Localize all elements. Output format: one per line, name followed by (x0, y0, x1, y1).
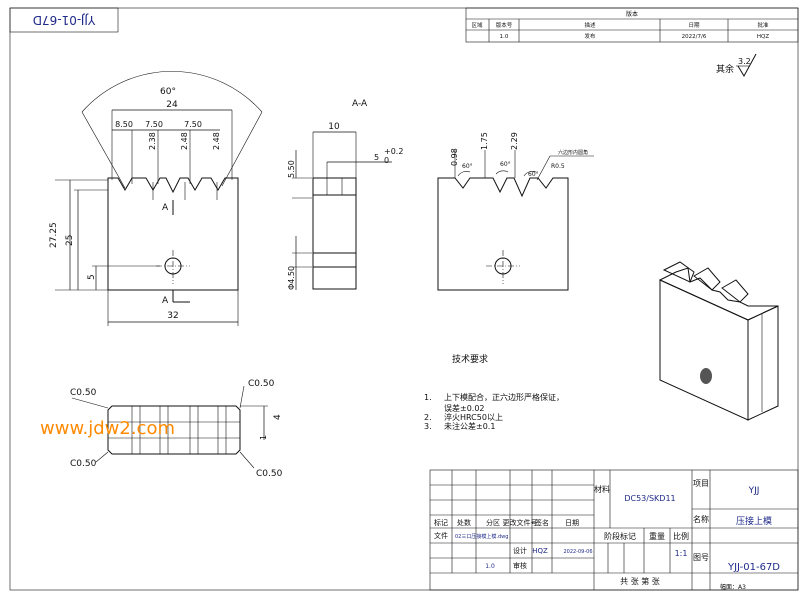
front-view: 60° 24 8.50 7.50 7.50 2.38 2.48 2.48 27.… (49, 71, 263, 326)
design-label: 设计 (513, 546, 527, 555)
material-value: DC53/SKD11 (624, 494, 675, 503)
drawing-stamp: YJJ-01-67D (9, 7, 119, 33)
format-label: 幅面：A3 (720, 583, 746, 591)
name-label: 名称 (693, 514, 709, 524)
row-header: 签名 (535, 518, 549, 527)
scale-value: 1:1 (675, 549, 688, 558)
dim-sec-d1: 0.98 (450, 148, 459, 166)
dim-sec-a2: 60° (500, 161, 511, 168)
check-label: 审核 (513, 561, 527, 570)
dim-sec-d2: 1.75 (480, 132, 489, 150)
dim-d1: 2.38 (148, 132, 157, 150)
dim-d2: 2.48 (180, 132, 189, 150)
sheet-border (9, 7, 799, 591)
dim-groove-depth: 5.50 (287, 160, 296, 178)
rev-header: 版本号 (496, 21, 513, 29)
svg-text:2.: 2. (424, 413, 432, 422)
svg-text:误差±0.02: 误差±0.02 (444, 403, 485, 413)
svg-text:淬火HRC50以上: 淬火HRC50以上 (444, 412, 503, 422)
row-header: 更改文件号 (503, 518, 538, 527)
row-header: 日期 (565, 519, 579, 527)
revision-table: 版本 区域 版本号 描述 日期 批准 1.0 发布 2022/7/6 HQZ (465, 7, 799, 43)
project-label: 项目 (693, 479, 709, 488)
chamfer: C0.50 (256, 469, 283, 479)
svg-text:YJJ-01-67D: YJJ-01-67D (33, 13, 96, 27)
roughness-symbol: 其余 3.2 (716, 53, 757, 78)
project-value: YJJ (748, 486, 760, 496)
section-marker: A (162, 203, 169, 213)
weight-label: 重量 (649, 531, 665, 541)
row-header: 标记 (434, 518, 448, 527)
version-value: 1.0 (485, 563, 495, 570)
dim-sec-radius: R0.5 (551, 163, 565, 170)
rev-cell: HQZ (757, 34, 769, 40)
material-label: 材料 (594, 484, 610, 494)
svg-text:其余: 其余 (716, 63, 734, 75)
dim-top-width: 24 (166, 100, 178, 110)
chamfer: C0.50 (70, 459, 97, 469)
detail-view: 0.98 1.75 2.29 60° 60° 60° R0.5 六边形内圆角 (437, 132, 594, 291)
rev-header: 批准 (757, 21, 769, 29)
svg-text:未注公差±0.1: 未注公差±0.1 (444, 421, 495, 431)
tech-title: 技术要求 (452, 353, 488, 365)
part-name: 压接上模 (736, 515, 772, 527)
dim-w3: 7.50 (184, 120, 202, 129)
dim-sec-d3: 2.29 (510, 132, 519, 150)
dim-w2: 7.50 (145, 120, 163, 129)
top-view: C0.50 C0.50 C0.50 C0.50 4 1 (70, 379, 283, 479)
chamfer: C0.50 (70, 388, 97, 398)
dim-thickness: 10 (328, 122, 340, 132)
rev-header: 描述 (584, 21, 596, 29)
chamfer: C0.50 (248, 379, 275, 389)
row-header: 分区 (486, 518, 500, 527)
dim-h-total: 27.25 (49, 222, 59, 248)
dim-nominal: 5 (374, 153, 379, 162)
drawing-no-label: 图号 (693, 553, 709, 562)
dim-w1: 8.50 (115, 120, 133, 129)
rev-header: 区域 (471, 21, 483, 29)
side-view: A-A 10 5 +0.2 0 5.50 Φ4.50 (287, 99, 403, 290)
title-block: 材料 DC53/SKD11 项目 YJJ 名称 压接上模 图号 YJJ-01-6… (429, 469, 799, 591)
dim-tol-lower: 0 (384, 156, 389, 165)
rev-header: 日期 (688, 22, 700, 29)
dim-hole-dia: Φ4.50 (287, 266, 296, 290)
file-label: 文件 (434, 531, 448, 540)
stage-label: 阶段标记 (604, 531, 636, 541)
section-marker: A (162, 296, 169, 306)
rev-cell: 2022/7/6 (682, 34, 707, 40)
svg-text:3.2: 3.2 (738, 57, 751, 66)
dim-sec-a3: 60° (528, 171, 539, 178)
drawing-no-value: YJJ-01-67D (727, 562, 780, 573)
dim-d3: 2.48 (212, 132, 221, 150)
iso-hole (700, 368, 712, 384)
dim-h-body: 25 (65, 235, 75, 246)
watermark: www.jdw2.com (40, 418, 175, 439)
tech-requirements: 技术要求 1. 上下模配合，正六边形严格保证， 误差±0.02 2. 淬火HRC… (424, 353, 564, 431)
dim-width: 32 (167, 311, 178, 321)
design-date: 2022-09-06 (563, 549, 592, 555)
svg-text:上下模配合，正六边形严格保证，: 上下模配合，正六边形严格保证， (444, 392, 564, 402)
dim-tol-upper: +0.2 (384, 147, 403, 156)
rev-cell: 发布 (584, 32, 596, 40)
section-label: A-A (352, 99, 368, 109)
dim-angle: 60° (160, 87, 176, 97)
isometric-view (658, 261, 779, 421)
sec-note: 六边形内圆角 (558, 149, 588, 156)
row-header: 处数 (457, 518, 471, 527)
dim-hole-y: 5 (87, 274, 97, 280)
dim-top-d1: 4 (273, 414, 283, 420)
file-name: 02三口压接模上模.dwg (455, 533, 508, 540)
sheets-label: 共 张 第 张 (620, 576, 660, 586)
dim-sec-a1: 60° (462, 163, 473, 170)
rev-cell: 1.0 (500, 34, 509, 40)
svg-text:3.: 3. (424, 422, 432, 431)
revision-title: 版本 (626, 10, 638, 18)
svg-text:1.: 1. (424, 393, 432, 402)
dim-top-d2: 1 (259, 435, 268, 440)
designer: HQZ (532, 547, 548, 555)
scale-label: 比例 (673, 531, 689, 541)
